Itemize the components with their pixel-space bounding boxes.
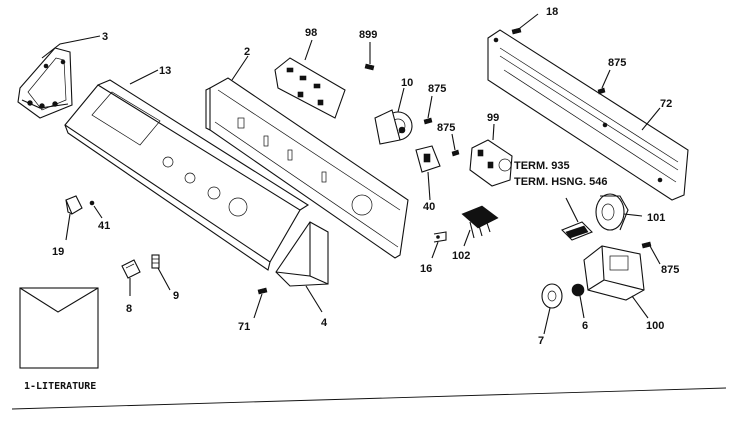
part-7-knob — [541, 283, 563, 335]
part-41-spring — [89, 200, 103, 219]
part-875-screw-d — [641, 241, 661, 265]
part-2-frame — [205, 55, 409, 259]
part-19-knob — [65, 195, 83, 241]
note-term-935: TERM. 935 — [514, 160, 570, 172]
label-16: 16 — [420, 263, 432, 275]
part-101-timer-motor — [595, 193, 643, 231]
label-13: 13 — [159, 65, 171, 77]
part-10-selector-switch — [374, 87, 413, 145]
label-71: 71 — [238, 321, 250, 333]
part-9-spring — [151, 254, 171, 291]
part-6-knob-insert — [571, 283, 585, 319]
label-875-b: 875 — [437, 122, 455, 134]
label-7: 7 — [538, 335, 544, 347]
label-9: 9 — [173, 290, 179, 302]
part-16-clip — [431, 231, 447, 259]
label-2: 2 — [244, 46, 250, 58]
label-72: 72 — [660, 98, 672, 110]
label-41: 41 — [98, 220, 110, 232]
label-18: 18 — [546, 6, 558, 18]
part-875-screw-b — [451, 133, 460, 157]
note-term-hsng-546: TERM. HSNG. 546 — [514, 176, 608, 188]
baseline — [11, 387, 727, 410]
part-102-wire-harness — [461, 205, 499, 247]
label-98: 98 — [305, 27, 317, 39]
part-71-screw — [253, 287, 268, 319]
label-19: 19 — [52, 246, 64, 258]
part-72-rear-cover — [487, 29, 689, 201]
label-40: 40 — [423, 201, 435, 213]
label-100: 100 — [646, 320, 664, 332]
literature-envelope — [19, 287, 99, 369]
label-875-d: 875 — [661, 264, 679, 276]
label-3: 3 — [102, 31, 108, 43]
label-875-a: 875 — [428, 83, 446, 95]
part-13-control-panel — [64, 69, 310, 271]
part-8-knob — [121, 259, 141, 296]
terminal-housing — [561, 197, 593, 241]
part-875-screw-a — [423, 95, 433, 125]
part-3-end-cap — [17, 35, 101, 119]
literature-label: 1-LITERATURE — [24, 381, 96, 392]
label-875-c: 875 — [608, 57, 626, 69]
part-4-end-cap — [275, 221, 329, 313]
part-100-timer — [583, 245, 649, 319]
label-8: 8 — [126, 303, 132, 315]
label-6: 6 — [582, 320, 588, 332]
label-10: 10 — [401, 77, 413, 89]
label-99: 99 — [487, 112, 499, 124]
part-40-push-switch — [415, 145, 441, 201]
part-98-control-board — [274, 39, 346, 119]
part-99-timer-switch — [469, 123, 513, 187]
part-899-screw — [364, 42, 375, 71]
label-102: 102 — [452, 250, 470, 262]
part-18-screw — [511, 13, 539, 35]
label-101: 101 — [647, 212, 665, 224]
label-899: 899 — [359, 29, 377, 41]
part-875-screw-c — [597, 69, 611, 95]
label-4: 4 — [321, 317, 328, 329]
